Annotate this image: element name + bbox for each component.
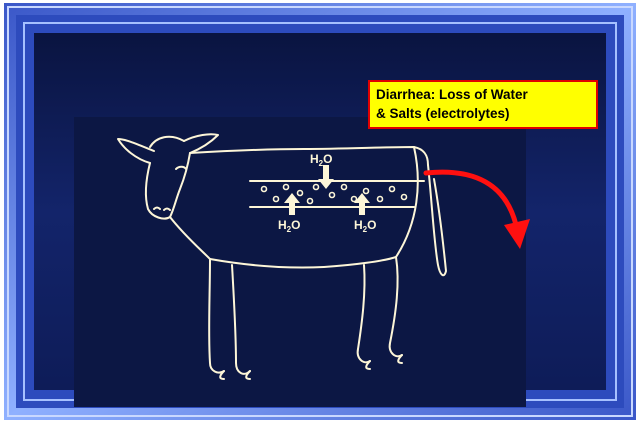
diarrhea-callout: Diarrhea: Loss of Water & Salts (electro… (368, 80, 598, 129)
callout-line-1: Diarrhea: Loss of Water (376, 85, 590, 104)
slide-canvas: H2O H2O H2O (4, 3, 636, 420)
slide-frame: H2O H2O H2O Diarrhea: Loss of Water & Sa… (4, 3, 636, 420)
callout-line-2: & Salts (electrolytes) (376, 104, 590, 123)
